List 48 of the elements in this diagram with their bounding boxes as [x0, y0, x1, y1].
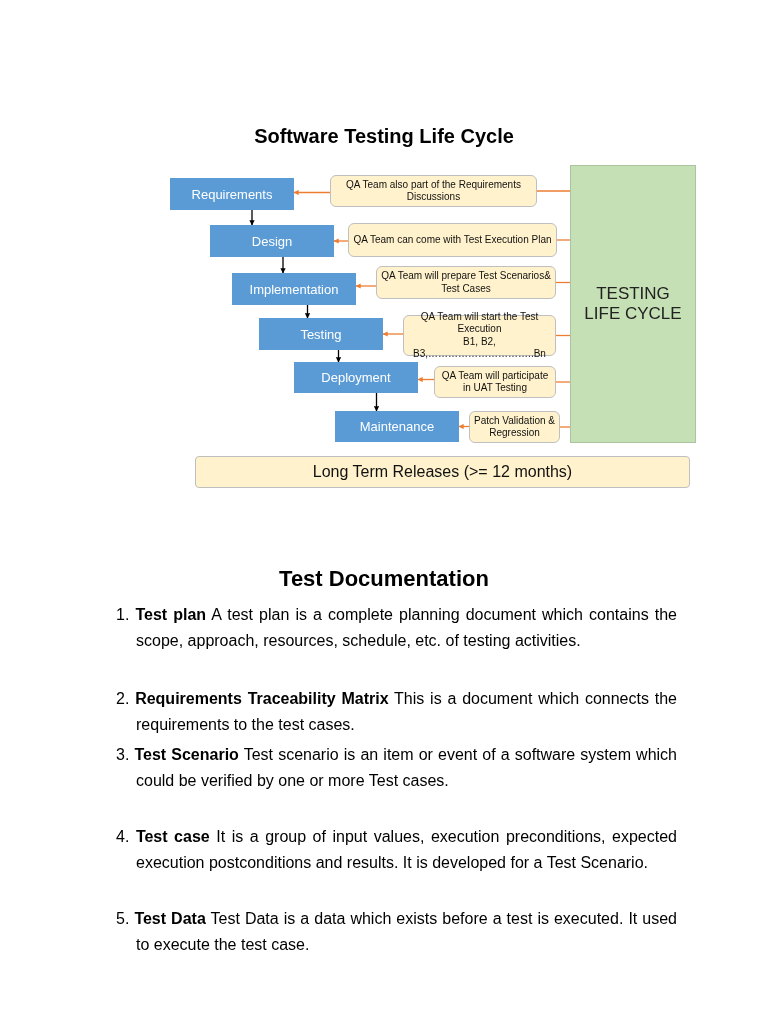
arrow — [382, 331, 404, 337]
process-box — [210, 225, 334, 257]
node-text: Design — [251, 233, 293, 249]
release-bar — [195, 456, 690, 488]
node-text: Deployment — [321, 370, 391, 385]
arrow — [280, 256, 286, 274]
process-box — [170, 178, 294, 210]
arrow — [417, 376, 435, 383]
note-box — [348, 223, 557, 257]
node-text: QA Team also part of the Requirements Discussions — [345, 178, 522, 204]
node-text: QA Team will prepare Test Scenarios& Test Cases — [381, 270, 551, 295]
node-text: Patch Validation & Regression — [474, 414, 555, 440]
list-item: 5. Test Data Test Data is a data which exists before a test is executed. It used to execute the test case. — [116, 909, 677, 955]
node-text: Requirements — [191, 186, 273, 202]
section-heading: Test Documentation — [278, 566, 490, 592]
node-text: Long Term Releases (>= 12 months) — [312, 463, 573, 481]
arrow — [293, 189, 331, 196]
note-box — [330, 175, 537, 207]
phase-panel — [570, 165, 696, 443]
node-text: Testing — [300, 326, 342, 342]
node-text: Implementation — [249, 281, 339, 297]
node-text: QA Team will start the Test Execution — [419, 310, 540, 336]
diagram-title: Software Testing Life Cycle — [253, 125, 515, 148]
arrow — [249, 209, 255, 226]
process-box — [232, 273, 356, 305]
list-item: 1. Test plan A test plan is a complete planning document which contains the scope, approach, resources, schedule, etc. of testing activities. — [116, 605, 677, 651]
process-box — [294, 362, 418, 393]
connector-line — [555, 381, 571, 383]
process-box — [335, 411, 459, 442]
connector-line — [559, 426, 571, 428]
connector-line — [556, 239, 571, 241]
list-item: 3. Test Scenario Test scenario is an item or event of a software system which could be verified by one or more Test cases. — [116, 745, 677, 791]
arrow — [373, 392, 380, 412]
arrow — [458, 423, 470, 430]
node-text: Maintenance — [359, 419, 435, 434]
note-box — [434, 366, 556, 398]
arrow — [335, 349, 342, 363]
node-text: B1, B2, B3,…………………………..Bn — [412, 335, 547, 361]
list-item: 2. Requirements Traceability Matrix This is a document which connects the requirements to the test cases. — [116, 689, 677, 735]
arrow — [304, 304, 311, 319]
arrow — [333, 238, 349, 244]
arrow — [355, 283, 377, 289]
process-box — [259, 318, 383, 350]
node-text: TESTING LIFE CYCLE — [583, 284, 683, 324]
node-text: QA Team will participate in UAT Testing — [440, 369, 550, 395]
list-item: 4. Test case It is a group of input values, execution preconditions, expected execution postconditions and results. It is developed for a Test Scenario. — [116, 827, 677, 873]
connector-line — [536, 190, 571, 192]
node-text: QA Team can come with Test Execution Plan — [353, 233, 552, 247]
